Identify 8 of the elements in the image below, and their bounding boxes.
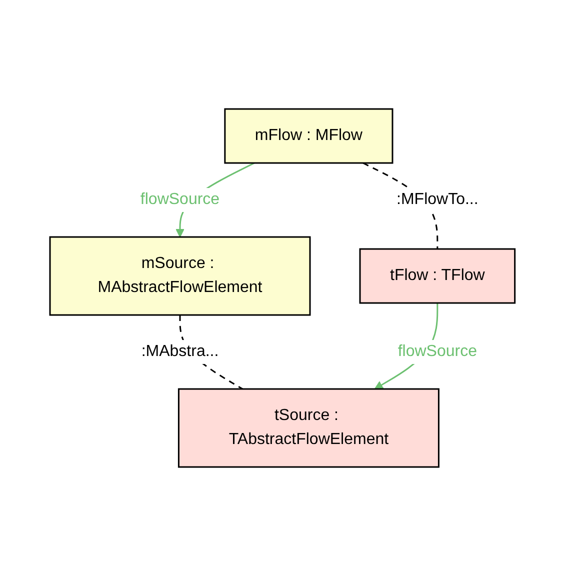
node-box: mSource : MAbstractFlowElement (48, 236, 310, 316)
edge-label: flowSource (397, 343, 477, 360)
node-box: tFlow : TFlow (358, 248, 516, 304)
edge-label: :MAbstra... (140, 343, 218, 360)
node-box: tSource : TAbstractFlowElement (178, 388, 440, 468)
edge-label: :MFlowTo... (396, 191, 478, 208)
edge-label: flowSource (140, 191, 220, 208)
node-box: mFlow : MFlow (224, 108, 393, 164)
